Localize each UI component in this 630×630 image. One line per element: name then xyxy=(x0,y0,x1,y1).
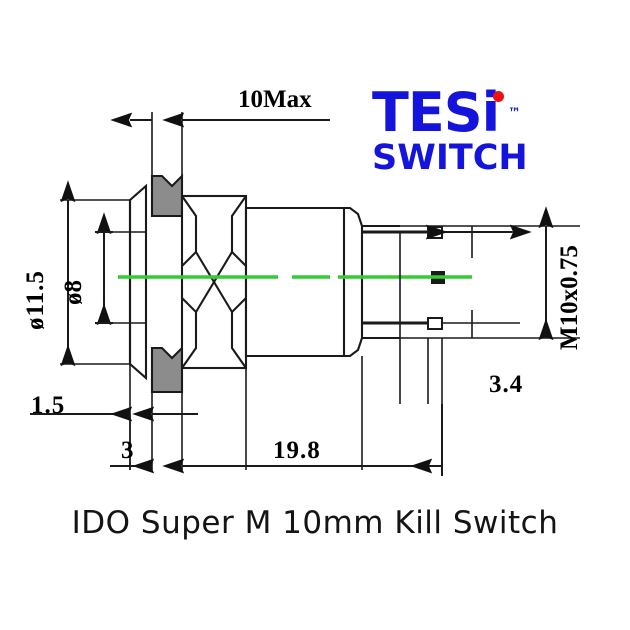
dimension-ticks xyxy=(129,226,473,470)
mounting-panel-bottom xyxy=(150,345,184,394)
front-bezel-ring xyxy=(128,183,148,381)
logo-red-dot xyxy=(493,91,504,102)
hex-nut-body xyxy=(180,194,248,370)
logo-text-tesi: TESi xyxy=(372,81,500,144)
logo-wordmark-secondary: SWITCH xyxy=(372,138,528,178)
dimension-label-1-5: 1.5 xyxy=(31,392,66,419)
dimension-label-19-8: 19.8 xyxy=(273,437,321,464)
dimension-label-3: 3 xyxy=(121,437,134,464)
dimension-label-10max: 10Max xyxy=(238,86,312,113)
product-caption: IDO Super M 10mm Kill Switch xyxy=(71,505,559,541)
rear-body-cap xyxy=(362,224,400,340)
trademark-icon: ™ xyxy=(508,106,521,121)
switch-barrel-body xyxy=(244,206,364,358)
mounting-panel-top xyxy=(150,173,184,218)
dimension-label-3-4: 3.4 xyxy=(489,371,524,398)
terminal-pin-bottom xyxy=(362,317,443,330)
tesi-switch-logo: TESi ™ SWITCH xyxy=(372,86,552,180)
dimension-label-thread-spec: M10x0.75 xyxy=(556,245,583,350)
logo-wordmark-primary: TESi ™ xyxy=(372,86,552,140)
dimension-label-outer-diameter: ø11.5 xyxy=(22,270,49,330)
dimension-lines xyxy=(30,112,554,476)
dimension-label-inner-diameter: ø8 xyxy=(60,280,87,305)
